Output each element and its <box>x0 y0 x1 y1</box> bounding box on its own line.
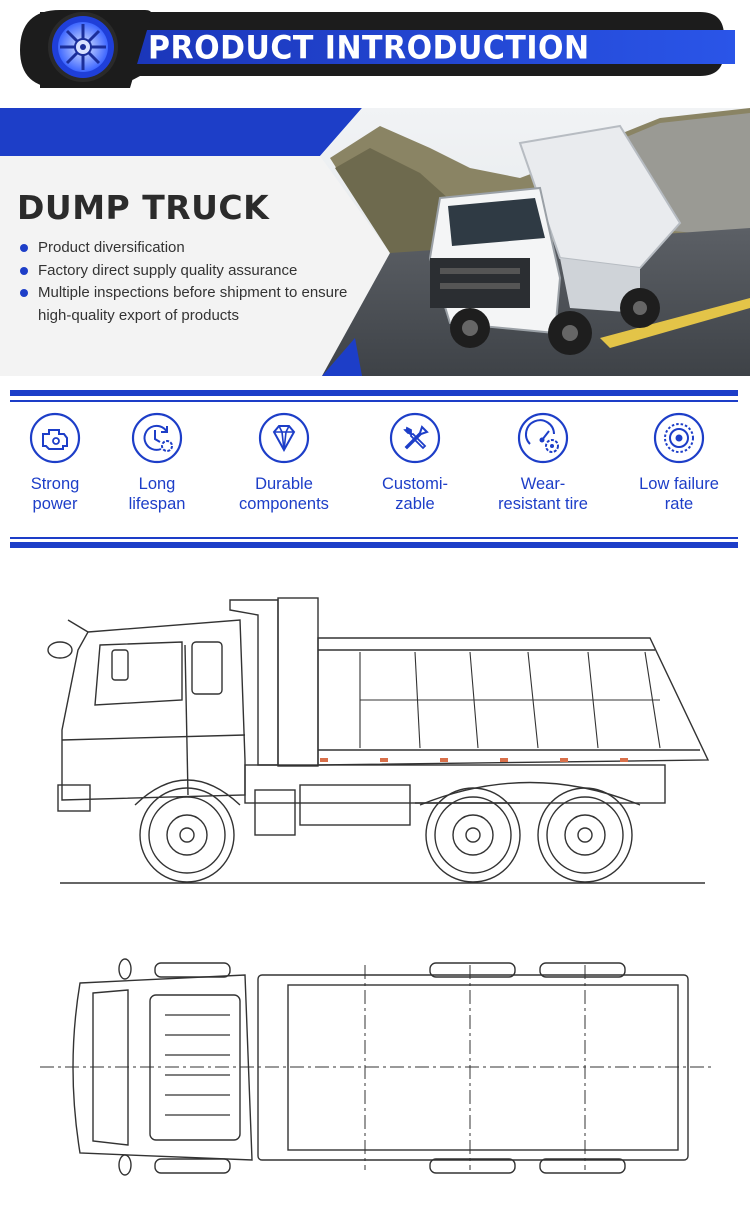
feature-label: Customi- zable <box>381 475 448 513</box>
feature-label: Wear- resistant tire <box>498 475 588 513</box>
feature-label: Durable components <box>239 475 329 513</box>
page-title: PRODUCT INTRODUCTION <box>148 29 590 68</box>
divider <box>10 390 738 396</box>
feature-item-long-lifespan: Long lifespan <box>97 412 217 514</box>
feature-label: Long lifespan <box>128 475 186 513</box>
feature-item-customizable: Customi- zable <box>355 412 475 514</box>
hero-bullet-list: Product diversification Factory direct s… <box>20 237 350 327</box>
feature-item-wear-resistant-tire: Wear- resistant tire <box>483 412 603 514</box>
feature-item-durable-components: Durable components <box>224 412 344 514</box>
feature-label: Low failure rate <box>639 475 719 513</box>
section-header: PRODUCT INTRODUCTION <box>0 0 750 95</box>
truck-side-view-drawing <box>47 597 710 884</box>
engine-icon <box>29 412 81 464</box>
product-title: DUMP TRUCK <box>17 188 270 227</box>
diamond-icon <box>258 412 310 464</box>
dump-truck-photo <box>320 108 750 376</box>
divider <box>10 400 738 402</box>
gauge-gear-icon <box>517 412 569 464</box>
feature-item-strong-power: Strong power <box>0 412 115 514</box>
list-item: Factory direct supply quality assurance <box>20 260 350 283</box>
header-banner-graphic <box>20 10 735 88</box>
feature-item-low-failure-rate: Low failure rate <box>619 412 739 514</box>
truck-top-view-drawing <box>40 958 715 1176</box>
hero-graphic <box>0 108 750 376</box>
clock-gear-icon <box>131 412 183 464</box>
list-item: Product diversification <box>20 237 350 260</box>
hero-section: DUMP TRUCK Product diversification Facto… <box>0 108 750 376</box>
tools-icon <box>389 412 441 464</box>
divider <box>10 537 738 539</box>
feature-strip: Strong power Long lifespan Durable compo… <box>10 412 738 522</box>
divider <box>10 542 738 548</box>
feature-label: Strong power <box>30 475 80 513</box>
list-item: Multiple inspections before shipment to … <box>20 282 350 327</box>
wheel-icon <box>48 12 118 82</box>
brake-disc-icon <box>653 412 705 464</box>
